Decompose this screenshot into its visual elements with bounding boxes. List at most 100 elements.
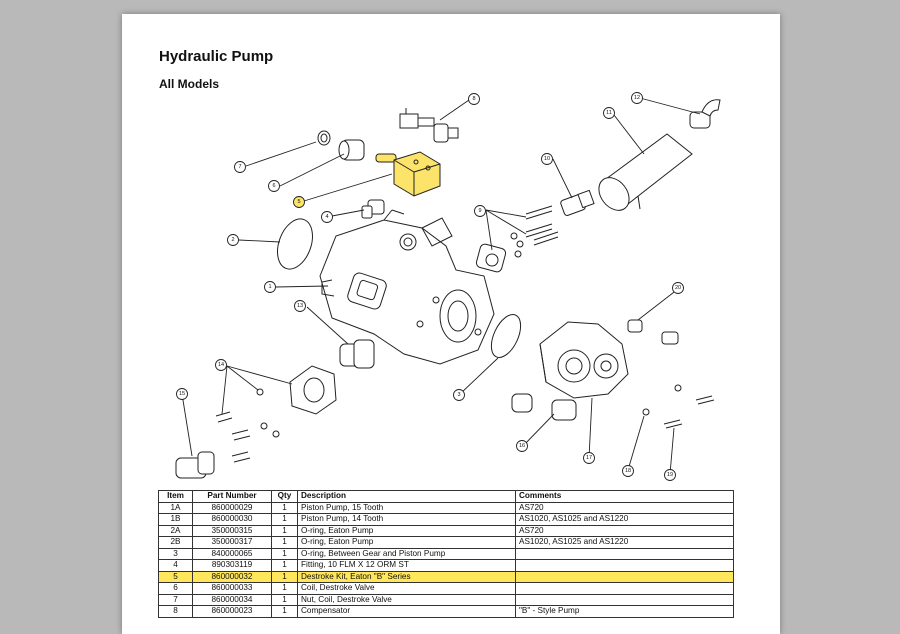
svg-text:17: 17 xyxy=(586,455,592,461)
parts-table: Item Part Number Qty Description Comment… xyxy=(158,490,734,618)
cell-comments: AS720 xyxy=(515,501,734,514)
cell-qty: 1 xyxy=(271,593,298,606)
svg-text:9: 9 xyxy=(478,208,481,214)
header-description: Description xyxy=(297,490,516,503)
callout-9: 9 xyxy=(474,205,486,217)
callout-5: 5 xyxy=(293,196,305,208)
svg-text:14: 14 xyxy=(218,362,224,368)
table-row: 1A 860000029 1 Piston Pump, 15 Tooth AS7… xyxy=(158,501,734,514)
fitting-4-part xyxy=(361,199,385,219)
table-row: 8 860000023 1 Compensator "B" - Style Pu… xyxy=(158,605,734,618)
cell-comments: AS1020, AS1025 and AS1220 xyxy=(515,536,734,549)
table-row: 2A 350000315 1 O-ring, Eaton Pump AS720 xyxy=(158,524,734,537)
gear-pump-part xyxy=(539,321,629,399)
cell-item: 7 xyxy=(158,593,193,606)
callout-4: 4 xyxy=(321,211,333,223)
callout-7: 7 xyxy=(234,161,246,173)
cell-qty: 1 xyxy=(271,536,298,549)
cell-item: 8 xyxy=(158,605,193,618)
table-row: 2B 350000317 1 O-ring, Eaton Pump AS1020… xyxy=(158,536,734,549)
cell-part-number: 860000029 xyxy=(192,501,272,514)
cell-qty: 1 xyxy=(271,547,298,560)
callout-18: 18 xyxy=(622,465,634,477)
callout-10: 10 xyxy=(541,153,553,165)
header-qty: Qty xyxy=(271,490,298,503)
svg-text:6: 6 xyxy=(272,183,275,189)
compensator-part xyxy=(399,108,459,143)
piston-pump-part xyxy=(319,209,495,365)
bolts-9-part xyxy=(475,205,559,273)
svg-text:3: 3 xyxy=(457,392,460,398)
cell-qty: 1 xyxy=(271,559,298,572)
cell-item: 4 xyxy=(158,559,193,572)
fitting-20-part xyxy=(627,319,679,345)
fitting-15-part xyxy=(175,451,215,479)
cell-item: 1B xyxy=(158,513,193,526)
cell-comments xyxy=(515,559,734,572)
svg-text:18: 18 xyxy=(625,468,631,474)
cell-part-number: 890303119 xyxy=(192,559,272,572)
callout-6: 6 xyxy=(268,180,280,192)
cell-description: Piston Pump, 14 Tooth xyxy=(297,513,516,526)
table-row: 4 890303119 1 Fitting, 10 FLM X 12 ORM S… xyxy=(158,559,734,572)
callout-13: 13 xyxy=(294,300,306,312)
page-subtitle: All Models xyxy=(159,77,220,91)
svg-text:10: 10 xyxy=(544,156,550,162)
callout-3: 3 xyxy=(453,389,465,401)
cell-description: Compensator xyxy=(297,605,516,618)
cell-description: Nut, Coil, Destroke Valve xyxy=(297,593,516,606)
svg-text:7: 7 xyxy=(238,164,241,170)
callout-11: 11 xyxy=(603,107,615,119)
cell-part-number: 840000065 xyxy=(192,547,272,560)
leader-lines xyxy=(181,97,701,475)
cell-description: Fitting, 10 FLM X 12 ORM ST xyxy=(297,559,516,572)
exploded-parts-diagram: 8 12 11 7 6 5 4 10 9 2 1 20 13 14 3 15 1… xyxy=(175,92,721,481)
callout-17: 17 xyxy=(583,452,595,464)
svg-text:5: 5 xyxy=(297,199,300,205)
cell-description: Piston Pump, 15 Tooth xyxy=(297,501,516,514)
cell-qty: 1 xyxy=(271,501,298,514)
header-item: Item xyxy=(158,490,193,503)
fitting-13-part xyxy=(339,339,375,369)
table-row: 7 860000034 1 Nut, Coil, Destroke Valve xyxy=(158,593,734,606)
cell-comments: "B" - Style Pump xyxy=(515,605,734,618)
elbow-fitting-part xyxy=(689,99,721,129)
cell-comments: AS720 xyxy=(515,524,734,537)
cell-item: 5 xyxy=(158,570,193,583)
cell-part-number: 860000033 xyxy=(192,582,272,595)
svg-text:2: 2 xyxy=(231,237,234,243)
svg-text:11: 11 xyxy=(606,110,612,116)
fitting-10-part xyxy=(560,189,595,216)
cell-comments xyxy=(515,547,734,560)
svg-text:13: 13 xyxy=(297,303,303,309)
cell-comments: AS1020, AS1025 and AS1220 xyxy=(515,513,734,526)
svg-text:20: 20 xyxy=(675,285,681,291)
callout-19: 19 xyxy=(664,469,676,481)
table-header-row: Item Part Number Qty Description Comment… xyxy=(158,490,734,503)
bolt-19-part xyxy=(642,384,715,429)
cell-part-number: 860000032 xyxy=(192,570,272,583)
callout-8: 8 xyxy=(468,93,480,105)
cell-description: O-ring, Eaton Pump xyxy=(297,524,516,537)
cell-description: Destroke Kit, Eaton "B" Series xyxy=(297,570,516,583)
callout-20: 20 xyxy=(672,282,684,294)
header-comments: Comments xyxy=(515,490,734,503)
header-part-number: Part Number xyxy=(192,490,272,503)
cell-comments xyxy=(515,593,734,606)
svg-text:16: 16 xyxy=(519,443,525,449)
callout-2: 2 xyxy=(227,234,239,246)
cell-comments xyxy=(515,582,734,595)
table-row: 3 840000065 1 O-ring, Between Gear and P… xyxy=(158,547,734,560)
cell-qty: 1 xyxy=(271,513,298,526)
cell-item: 1A xyxy=(158,501,193,514)
flange-14-part xyxy=(215,365,337,463)
cell-item: 3 xyxy=(158,547,193,560)
callout-markers: 8 12 11 7 6 5 4 10 9 2 1 20 13 14 3 15 1… xyxy=(176,92,684,481)
coil-part xyxy=(338,139,365,161)
callout-15: 15 xyxy=(176,388,188,400)
svg-text:19: 19 xyxy=(667,472,673,478)
destroke-kit-part xyxy=(375,151,441,197)
callout-12: 12 xyxy=(631,92,643,104)
svg-text:15: 15 xyxy=(179,391,185,397)
cell-part-number: 860000034 xyxy=(192,593,272,606)
